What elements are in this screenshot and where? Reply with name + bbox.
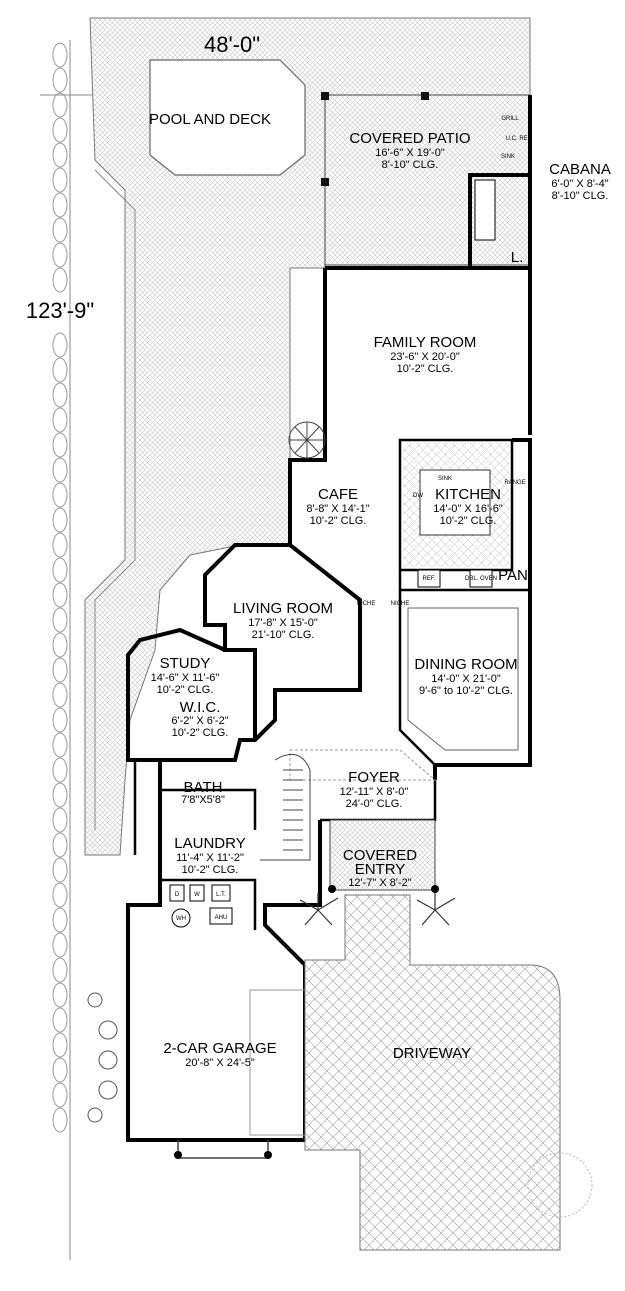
depth-dimension: 123'-9" (26, 298, 94, 323)
landscape-trees (52, 42, 68, 1133)
dining-room-clg: 9'-6" to 10'-2" CLG. (419, 685, 513, 697)
covered-patio (324, 94, 531, 266)
driveway (304, 894, 561, 1251)
spiral-stair (288, 421, 326, 459)
bath-size: 7'8"X5'8" (181, 794, 225, 806)
dining-room-label: DINING ROOM (414, 656, 517, 673)
cabana-clg: 8'-10" CLG. (552, 190, 609, 202)
linen-label: L. (511, 249, 524, 266)
covered-patio-clg: 8'-10" CLG. (382, 159, 439, 171)
kitchen-label: KITCHEN (435, 486, 501, 503)
dishwasher-label: DW (413, 493, 423, 499)
laundry-size: 11'-4" X 11'-2" (176, 852, 244, 864)
study-clg: 10'-2" CLG. (157, 684, 214, 696)
family-room-label: FAMILY ROOM (374, 334, 477, 351)
washer-label: W (194, 892, 200, 898)
uc-ref-label: U.C. REF. (506, 136, 533, 142)
family-room-size: 23'-6" X 20'-0" (390, 351, 460, 363)
entry-columns (328, 885, 439, 893)
water-heater-label: WH (176, 916, 186, 922)
living-room-clg: 21'-10" CLG. (252, 629, 315, 641)
cafe-size: 8'-8" X 14'-1" (306, 503, 369, 515)
wic-clg: 10'-2" CLG. (172, 727, 229, 739)
laundry-clg: 10'-2" CLG. (182, 864, 239, 876)
garage-parking-outline (249, 989, 306, 1136)
covered-patio-size: 16'-6" X 19'-0" (375, 147, 445, 159)
patio-sink-label: SINK (501, 154, 515, 160)
niche-right-label: NICHE (391, 601, 410, 607)
living-room-size: 17'-8" X 15'-0" (248, 617, 318, 629)
foyer-label: FOYER (348, 769, 400, 786)
cafe-label: CAFE (318, 486, 358, 503)
foyer-clg: 24'-0" CLG. (346, 798, 403, 810)
kitchen-clg: 10'-2" CLG. (440, 515, 497, 527)
dining-room-size: 14'-0" X 21'-0" (431, 673, 501, 685)
garage-label: 2-CAR GARAGE (163, 1040, 276, 1057)
driveway-label: DRIVEWAY (393, 1045, 471, 1062)
bath-label: BATH (184, 779, 223, 796)
covered-entry-label-2: ENTRY (355, 861, 406, 878)
exterior-walls (126, 95, 532, 1142)
width-dimension: 48'-0" (204, 32, 260, 57)
refrigerator-label: REF. (422, 576, 435, 582)
laundry-tub-label: L.T. (216, 892, 226, 898)
kitchen-sink-label: SINK (438, 476, 452, 482)
garage-front-step (177, 1140, 269, 1159)
living-room-label: LIVING ROOM (233, 600, 333, 617)
cafe-clg: 10'-2" CLG. (310, 515, 367, 527)
entry-plants (299, 893, 456, 926)
pool-label: POOL AND DECK (149, 111, 271, 128)
dryer-label: D (175, 892, 180, 898)
covered-entry (329, 819, 436, 891)
kitchen-island (419, 469, 491, 536)
pool-spa-curve (94, 169, 136, 830)
pool (149, 59, 306, 176)
staircase (260, 753, 311, 861)
cabana-label: CABANA (549, 161, 611, 178)
niche-left-label: NICHE (357, 601, 376, 607)
range-label: RANGE (504, 480, 525, 486)
covered-entry-size: 12'-7" X 8'-2" (348, 877, 411, 889)
wic-label: W.I.C. (180, 699, 221, 716)
laundry-label: LAUNDRY (174, 835, 245, 852)
double-oven-label: DBL. OVEN (465, 576, 497, 582)
wic-size: 6'-2" X 6'-2" (171, 715, 228, 727)
patio-posts (321, 92, 429, 186)
covered-patio-label: COVERED PATIO (349, 130, 470, 147)
foyer-size: 12'-11" X 8'-0" (340, 786, 409, 798)
family-room-clg: 10'-2" CLG. (397, 363, 454, 375)
garage-size: 20'-8" X 24'-5" (185, 1057, 255, 1069)
pantry-label: PAN (498, 567, 528, 584)
grill-label: GRILL (501, 116, 519, 122)
study-size: 14'-6" X 11'-6" (151, 672, 220, 684)
covered-entry-label-1: COVERED (343, 847, 417, 864)
cabana-size: 6'-0" X 8'-4" (551, 178, 608, 190)
appliances (169, 179, 496, 928)
study-label: STUDY (160, 655, 211, 672)
dining-room-inset (407, 607, 519, 751)
shrubs (87, 992, 118, 1123)
ahu-label: AHU (215, 915, 228, 921)
kitchen-size: 14'-0" X 16'-6" (433, 503, 503, 515)
landscape-tree-right (527, 1152, 593, 1218)
garage-posts (174, 1151, 272, 1159)
foyer-outline (289, 749, 437, 781)
